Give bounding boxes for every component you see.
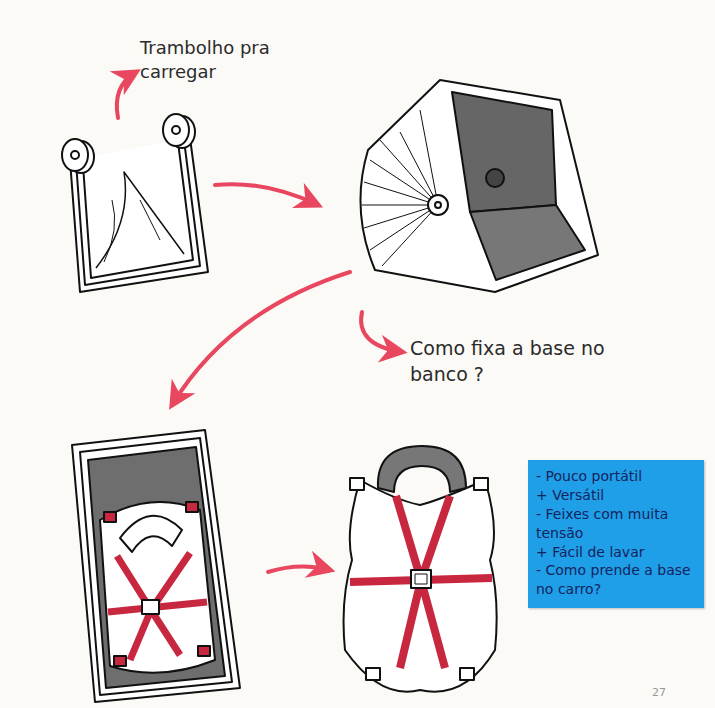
- seat-cushion: [344, 480, 497, 692]
- open-shell: [435, 202, 441, 208]
- seat-cushion: [378, 446, 466, 492]
- pink-arrow: [215, 184, 318, 205]
- callout-note: Como fixa a base no banco ?: [410, 336, 610, 387]
- seat-in-shell: [72, 430, 240, 702]
- note-line: - Pouco portátil: [536, 467, 696, 486]
- seat-cushion: [350, 478, 364, 490]
- folded-frame: [76, 140, 200, 285]
- open-shell: [360, 80, 598, 292]
- sticky-note: - Pouco portátil+ Versátil- Feixes com m…: [528, 460, 704, 608]
- folded-frame: [163, 114, 189, 146]
- seat-in-shell: [100, 502, 215, 673]
- folded-frame: [62, 114, 208, 292]
- seat-in-shell: [198, 646, 210, 656]
- seat-cushion: [474, 478, 488, 490]
- open-shell: [360, 80, 598, 292]
- seat-in-shell: [80, 438, 232, 695]
- seat-cushion: [344, 446, 497, 692]
- page-number: 27: [652, 686, 692, 701]
- seat-cushion: [415, 574, 427, 584]
- seat-in-shell: [72, 430, 240, 702]
- seat-cushion: [366, 668, 380, 680]
- seat-in-shell: [104, 512, 116, 522]
- open-shell: [362, 110, 438, 266]
- seat-in-shell: [88, 447, 225, 688]
- callout-note: Trambolho pra carregar: [140, 36, 290, 85]
- note-line: - Feixes com muita tensão: [536, 505, 696, 543]
- folded-frame: [96, 172, 184, 268]
- note-line: - Como prende a base no carro?: [536, 561, 696, 599]
- folded-frame: [104, 200, 160, 262]
- seat-cushion: [411, 570, 431, 588]
- seat-cushion: [460, 668, 474, 680]
- pink-arrow: [117, 72, 136, 118]
- seat-in-shell: [142, 600, 159, 614]
- pink-arrow: [268, 566, 330, 572]
- folded-frame: [83, 142, 193, 278]
- pink-arrow: [361, 312, 402, 352]
- folded-frame: [62, 139, 88, 171]
- open-shell: [486, 169, 504, 187]
- seat-in-shell: [120, 516, 182, 552]
- open-shell: [428, 195, 448, 215]
- folded-frame: [172, 126, 180, 134]
- note-line: + Versátil: [536, 486, 696, 505]
- pink-arrow: [172, 272, 350, 405]
- seat-in-shell: [186, 502, 198, 512]
- folded-frame: [71, 151, 79, 159]
- open-shell: [470, 205, 585, 280]
- note-line: + Fácil de lavar: [536, 543, 696, 562]
- open-shell: [452, 92, 556, 212]
- seat-in-shell: [114, 656, 126, 666]
